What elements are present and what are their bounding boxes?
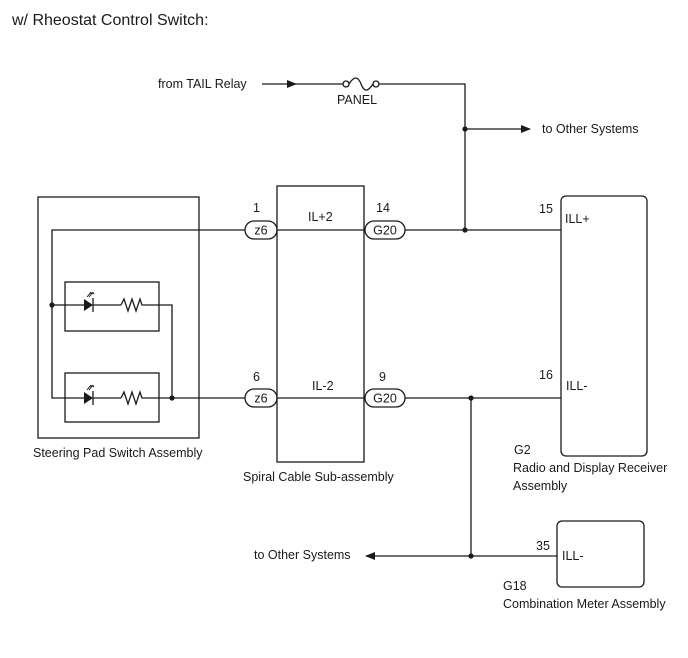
illumination-module-1 [64, 281, 160, 332]
radio-code: G2 [514, 443, 531, 457]
radio-label-line1: Radio and Display Receiver [513, 461, 667, 475]
meter-pin-35: 35 [536, 539, 550, 553]
steering-junction-dot-2 [169, 395, 175, 401]
radio-pin-15: 15 [539, 202, 553, 216]
spiral-cable-box [276, 185, 365, 463]
z6-pin-6: 6 [253, 370, 260, 384]
radio-terminal-ill-plus: ILL+ [565, 212, 590, 226]
steering-junction-dot [49, 302, 55, 308]
radio-terminal-ill-minus: ILL- [566, 379, 588, 393]
meter-label: Combination Meter Assembly [503, 597, 666, 611]
ill-plus-junction-dot [462, 227, 468, 233]
g20-pin-14: 14 [376, 201, 390, 215]
panel-wire [379, 83, 466, 230]
diagram-title: w/ Rheostat Control Switch: [11, 12, 209, 29]
illumination-module-2 [64, 372, 160, 423]
g20-connector-bottom-label: G20 [373, 392, 397, 406]
other-systems-label-top: to Other Systems [542, 122, 639, 136]
meter-terminal-ill-minus: ILL- [562, 549, 584, 563]
g20-connector-top-label: G20 [373, 224, 397, 238]
radio-label-line2: Assembly [513, 479, 568, 493]
spiral-cable-label: Spiral Cable Sub-assembly [243, 470, 395, 484]
combination-meter-box [556, 520, 645, 588]
tail-relay-label: from TAIL Relay [158, 77, 247, 91]
meter-code: G18 [503, 579, 527, 593]
spiral-signal-il-plus2: IL+2 [308, 210, 333, 224]
steering-il-plus-wire [51, 229, 245, 399]
radio-pin-16: 16 [539, 368, 553, 382]
steering-return-wire [159, 304, 173, 398]
g20-pin-9: 9 [379, 370, 386, 384]
radio-receiver-box [560, 195, 648, 457]
z6-pin-1: 1 [253, 201, 260, 215]
z6-connector-bottom-label: z6 [254, 392, 267, 406]
z6-connector-top-label: z6 [254, 224, 267, 238]
steering-pad-label: Steering Pad Switch Assembly [33, 446, 203, 460]
panel-fuse-label: PANEL [337, 93, 377, 107]
spiral-signal-il-minus2: IL-2 [312, 379, 334, 393]
other-systems-label-bottom: to Other Systems [254, 548, 351, 562]
panel-fuse-icon [342, 77, 380, 91]
